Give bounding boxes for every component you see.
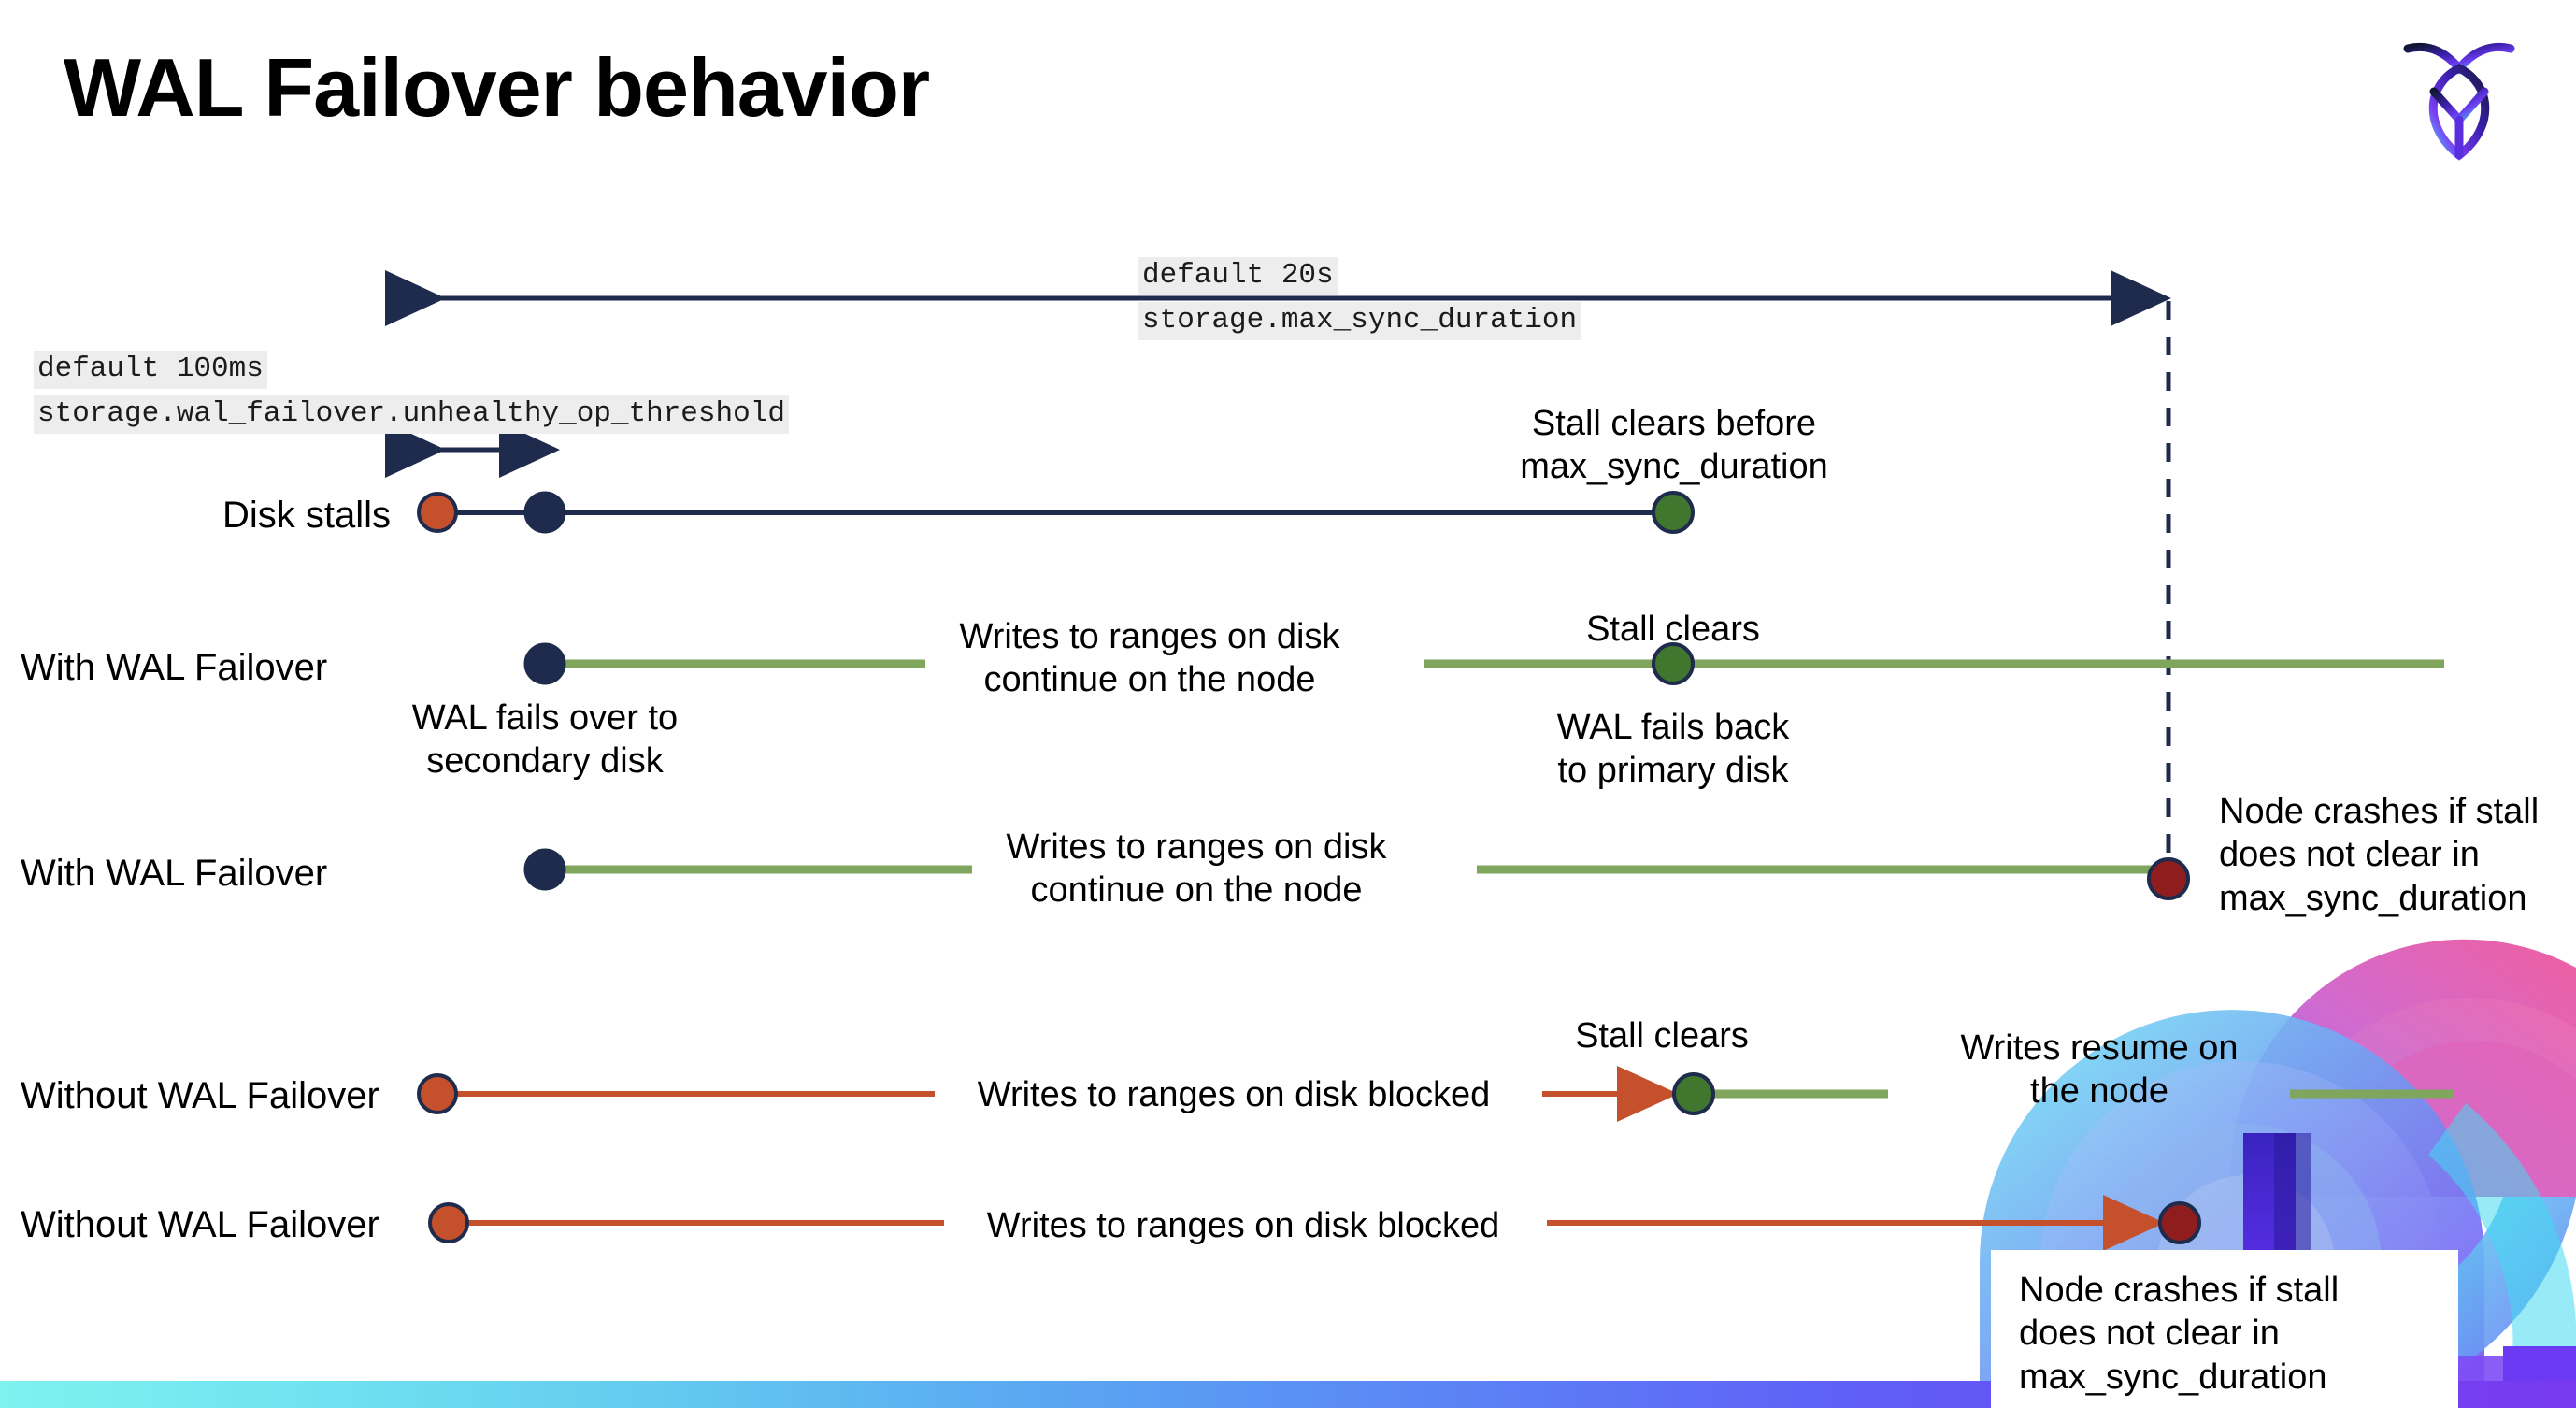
- row-with-wal-failover-clears-track: [523, 642, 2444, 685]
- row-disk-stalls-track: [417, 491, 1695, 534]
- row-label-without-wal-failover-2: Without WAL Failover: [21, 1204, 379, 1245]
- page-title: WAL Failover behavior: [64, 41, 930, 134]
- green-dot-marker: [1672, 1072, 1715, 1115]
- navy-dot-marker: [523, 491, 566, 534]
- max-sync-setting-name: storage.max_sync_duration: [1138, 301, 1581, 340]
- max-sync-default-value: default 20s: [1138, 257, 1338, 295]
- annotation-stall-clears-before: Stall clears before max_sync_duration: [1520, 404, 1828, 487]
- annotation-node-crashes-1: Node crashes if stall does not clear in …: [2219, 792, 2540, 918]
- annotation-stall-clears: Stall clears: [1586, 610, 1760, 649]
- cockroach-labs-logo-icon: [2389, 26, 2529, 166]
- green-dot-marker: [1652, 491, 1695, 534]
- unhealthy-op-threshold-setting-label: default 100ms storage.wal_failover.unhea…: [34, 351, 789, 434]
- annotation-node-crashes-2: Node crashes if stall does not clear in …: [2019, 1271, 2340, 1397]
- row-label-disk-stalls: Disk stalls: [222, 495, 392, 536]
- annotation-wal-fails-back: WAL fails back to primary disk: [1556, 708, 1790, 791]
- navy-dot-marker: [523, 848, 566, 891]
- unhealthy-op-setting-name: storage.wal_failover.unhealthy_op_thresh…: [34, 395, 789, 434]
- max-sync-duration-setting-label: default 20s storage.max_sync_duration: [1138, 257, 1581, 340]
- green-dot-marker: [1652, 642, 1695, 685]
- annotation-writes-continue-2: Writes to ranges on disk continue on the…: [1006, 827, 1387, 911]
- navy-dot-marker: [523, 642, 566, 685]
- row-label-without-wal-failover: Without WAL Failover: [21, 1075, 379, 1116]
- annotation-writes-blocked-2: Writes to ranges on disk blocked: [986, 1206, 1500, 1245]
- dark-red-dot-marker: [2147, 857, 2190, 900]
- row-without-wal-failover-clears-track: [417, 1066, 2454, 1122]
- row-with-wal-failover-crash-track: [523, 848, 2190, 900]
- node-crash-callout-backdrop: [1991, 1250, 2458, 1408]
- orange-dot-marker: [428, 1202, 469, 1243]
- unhealthy-op-default-value: default 100ms: [34, 351, 267, 389]
- orange-dot-marker: [417, 1073, 458, 1114]
- annotation-stall-clears-2: Stall clears: [1575, 1016, 1749, 1056]
- dark-red-dot-marker: [2158, 1201, 2201, 1244]
- annotation-writes-resume: Writes resume on the node: [1960, 1028, 2239, 1112]
- orange-dot-marker: [417, 492, 458, 533]
- row-without-wal-failover-crash-track: [428, 1195, 2201, 1251]
- annotation-wal-fails-over: WAL fails over to secondary disk: [411, 698, 679, 782]
- row-label-with-wal-failover: With WAL Failover: [21, 647, 328, 688]
- annotation-writes-blocked-1: Writes to ranges on disk blocked: [977, 1075, 1491, 1114]
- annotation-writes-continue: Writes to ranges on disk continue on the…: [959, 617, 1340, 700]
- row-label-with-wal-failover-2: With WAL Failover: [21, 853, 328, 894]
